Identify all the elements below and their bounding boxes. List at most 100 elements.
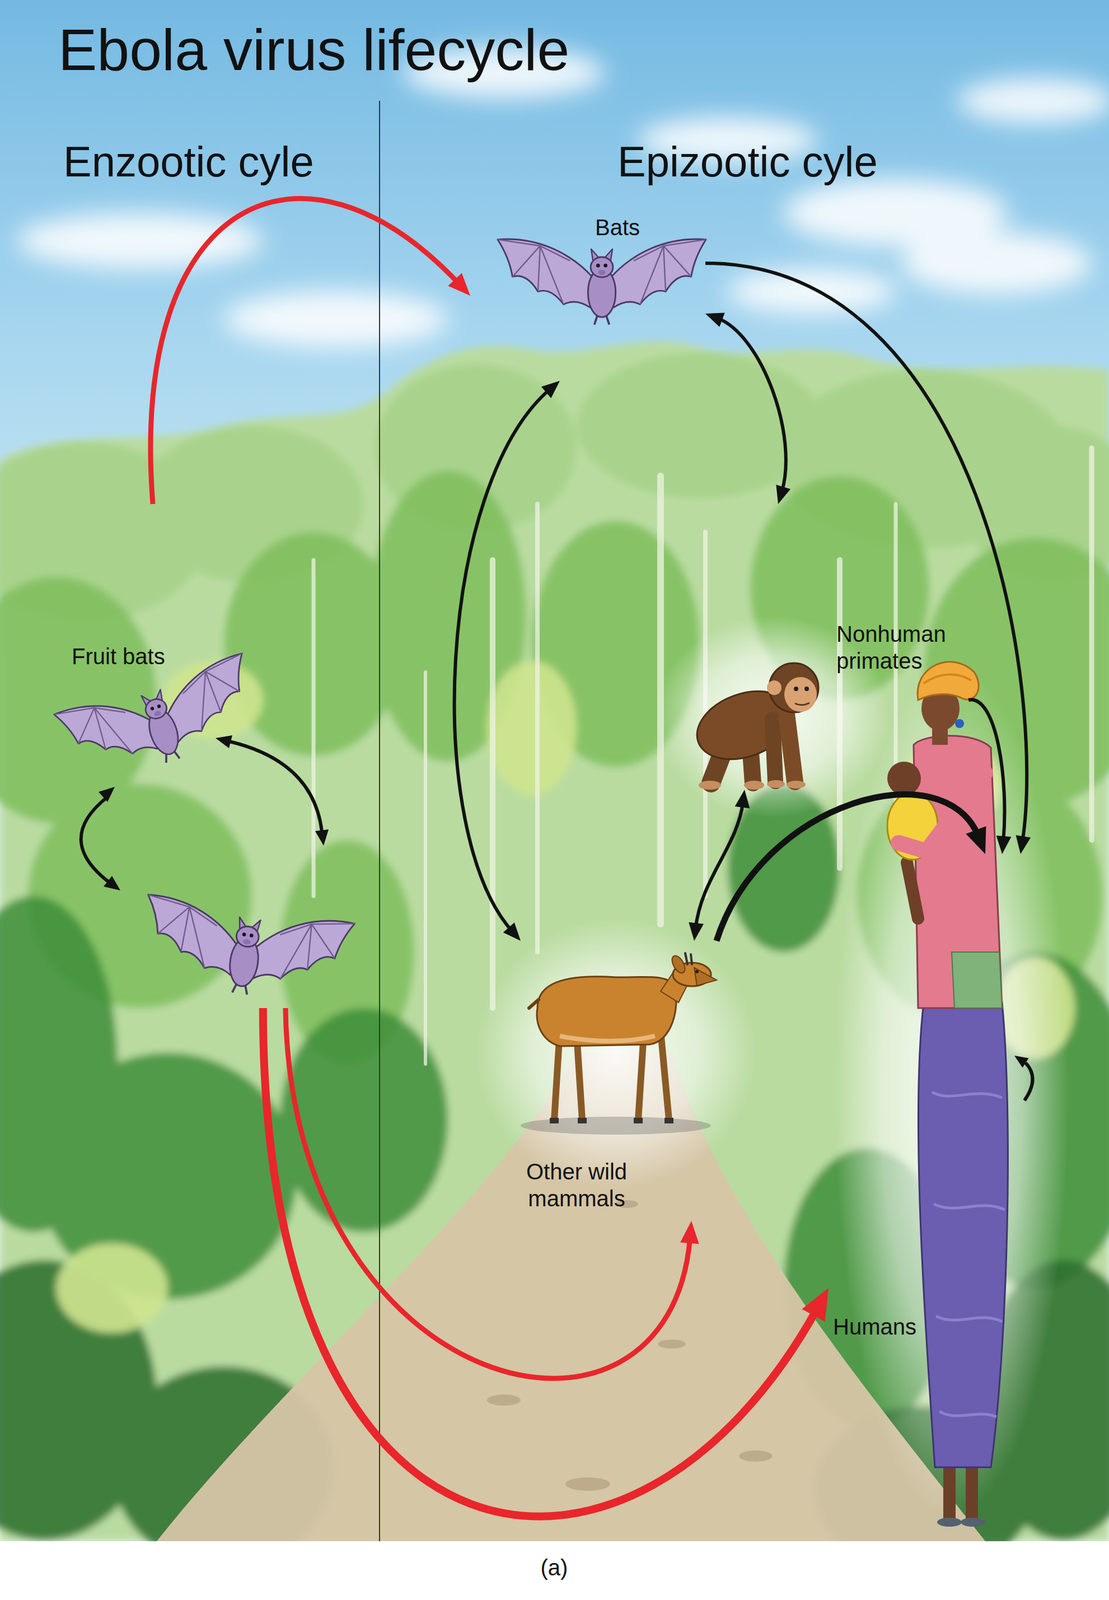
- chimpanzee-illustration: [804, 686, 809, 691]
- chimpanzee-illustration: [766, 680, 782, 695]
- text-holder: Epizootic cyle: [617, 136, 878, 187]
- woman-with-baby: [917, 661, 979, 700]
- chimpanzee-illustration: [743, 780, 765, 790]
- cloud: [223, 291, 448, 348]
- chimpanzee-illustration: [786, 713, 795, 782]
- duiker-illustration: [633, 1117, 643, 1123]
- bat-illustration: [497, 239, 706, 325]
- glow: [834, 666, 1070, 1518]
- forest-path: [657, 1339, 686, 1349]
- arrow-line: [695, 801, 744, 929]
- cycle-divider: [379, 100, 381, 1541]
- chimpanzee-illustration: [784, 676, 817, 712]
- diagram-title: Ebola virus lifecycle: [58, 15, 570, 86]
- duiker-illustration: [694, 967, 717, 986]
- bat-exchange-arrow: [215, 735, 233, 748]
- chimpanzee-illustration: [794, 702, 810, 705]
- transmission-arrow: [705, 263, 1031, 854]
- bat-exchange-arrow: [81, 796, 111, 883]
- chimpanzee-illustration: [772, 719, 776, 781]
- animal-node: Bats: [470, 184, 706, 381]
- arrow-line: [454, 389, 551, 932]
- duiker-illustration: [529, 999, 539, 1008]
- animal-node: Fruit bats: [33, 503, 370, 1008]
- text-holder: Ebola virus lifecycle: [58, 15, 570, 86]
- self-arrow: [1014, 1055, 1029, 1068]
- animal-label: Nonhuman primates: [836, 620, 957, 675]
- woman-with-baby: [923, 674, 972, 683]
- bat-exchange-arrow: [315, 829, 329, 846]
- arrow-line: [968, 699, 1005, 841]
- arrow-head: [705, 312, 725, 327]
- figure-caption: (a): [540, 1553, 569, 1581]
- duiker-illustration: [536, 976, 677, 1046]
- duiker-illustration: [664, 1117, 674, 1123]
- forest-canopy: [0, 341, 1109, 1574]
- chimpanzee-illustration: [793, 686, 799, 691]
- woman-with-baby: [937, 1517, 962, 1527]
- forest-canopy: [55, 1242, 168, 1333]
- bat-exchange-arrow: [229, 741, 322, 832]
- cloud: [727, 268, 896, 314]
- arrow-head: [503, 922, 521, 941]
- sky: [0, 0, 1109, 1541]
- transmission-arrow: [263, 1007, 829, 1516]
- arrow-line: [150, 198, 460, 504]
- arrow-line: [705, 263, 1027, 842]
- duiker-illustration: [685, 952, 688, 965]
- fruit-bat-illustration: [136, 894, 355, 1008]
- animal-label: Fruit bats: [71, 642, 166, 670]
- arrow-line: [717, 317, 786, 493]
- forest-canopy: [0, 341, 1109, 1541]
- forest-path: [487, 1199, 773, 1491]
- cycle-heading: Epizootic cyle: [617, 136, 878, 187]
- animal-node: Nonhuman primates: [688, 503, 969, 790]
- duiker-illustration: [520, 952, 717, 1135]
- cloud: [957, 78, 1109, 124]
- cycle-divider: [378, 100, 381, 1541]
- fruit-bat-illustration: [53, 652, 267, 792]
- woman-with-baby: [932, 1091, 1005, 1417]
- tree-trunk: [313, 447, 1092, 1064]
- glow: [475, 918, 756, 1187]
- text-holder: Enzootic cyle: [63, 136, 315, 187]
- bat-exchange-arrow: [81, 735, 329, 891]
- arrow-head: [680, 1220, 699, 1244]
- page-margin: [0, 1540, 1109, 1600]
- chimpanzee-illustration: [698, 780, 722, 790]
- arrow-head: [996, 835, 1012, 854]
- woman-with-baby: [951, 951, 1003, 1008]
- chimpanzee-illustration: [766, 779, 785, 788]
- animal-node: Humans: [828, 853, 1025, 1537]
- transmission-arrow: [454, 380, 560, 941]
- arrow-head: [447, 272, 471, 296]
- text-holder: (a): [540, 1553, 569, 1581]
- transmission-arrow: [688, 789, 750, 941]
- bat-exchange-arrow: [103, 875, 121, 891]
- arrow-head: [1016, 834, 1032, 854]
- arrow-head: [735, 789, 751, 808]
- arrow-head: [775, 484, 791, 504]
- self-arrow: [1024, 1062, 1033, 1101]
- chimpanzee-illustration: [786, 780, 806, 789]
- animal-node: Other wild mammals: [503, 940, 723, 1221]
- transmission-arrow: [150, 198, 471, 504]
- duiker-illustration: [690, 953, 692, 965]
- duiker-illustration: [549, 1117, 559, 1123]
- tree-trunk: [535, 503, 540, 952]
- bat-illustration: [497, 239, 706, 325]
- woman-with-baby: [955, 718, 965, 728]
- duiker-illustration: [520, 1116, 711, 1135]
- cloud: [901, 232, 1092, 294]
- transmission-arrow: [285, 1007, 700, 1378]
- bat-exchange-arrow: [98, 786, 115, 802]
- tree-trunk: [311, 559, 316, 896]
- duiker-illustration: [695, 969, 699, 973]
- chimpanzee-illustration: [687, 662, 819, 790]
- woman-with-baby: [906, 862, 919, 919]
- arrow-head: [541, 380, 560, 399]
- woman-with-baby: [887, 761, 921, 795]
- arrow-head: [965, 825, 986, 854]
